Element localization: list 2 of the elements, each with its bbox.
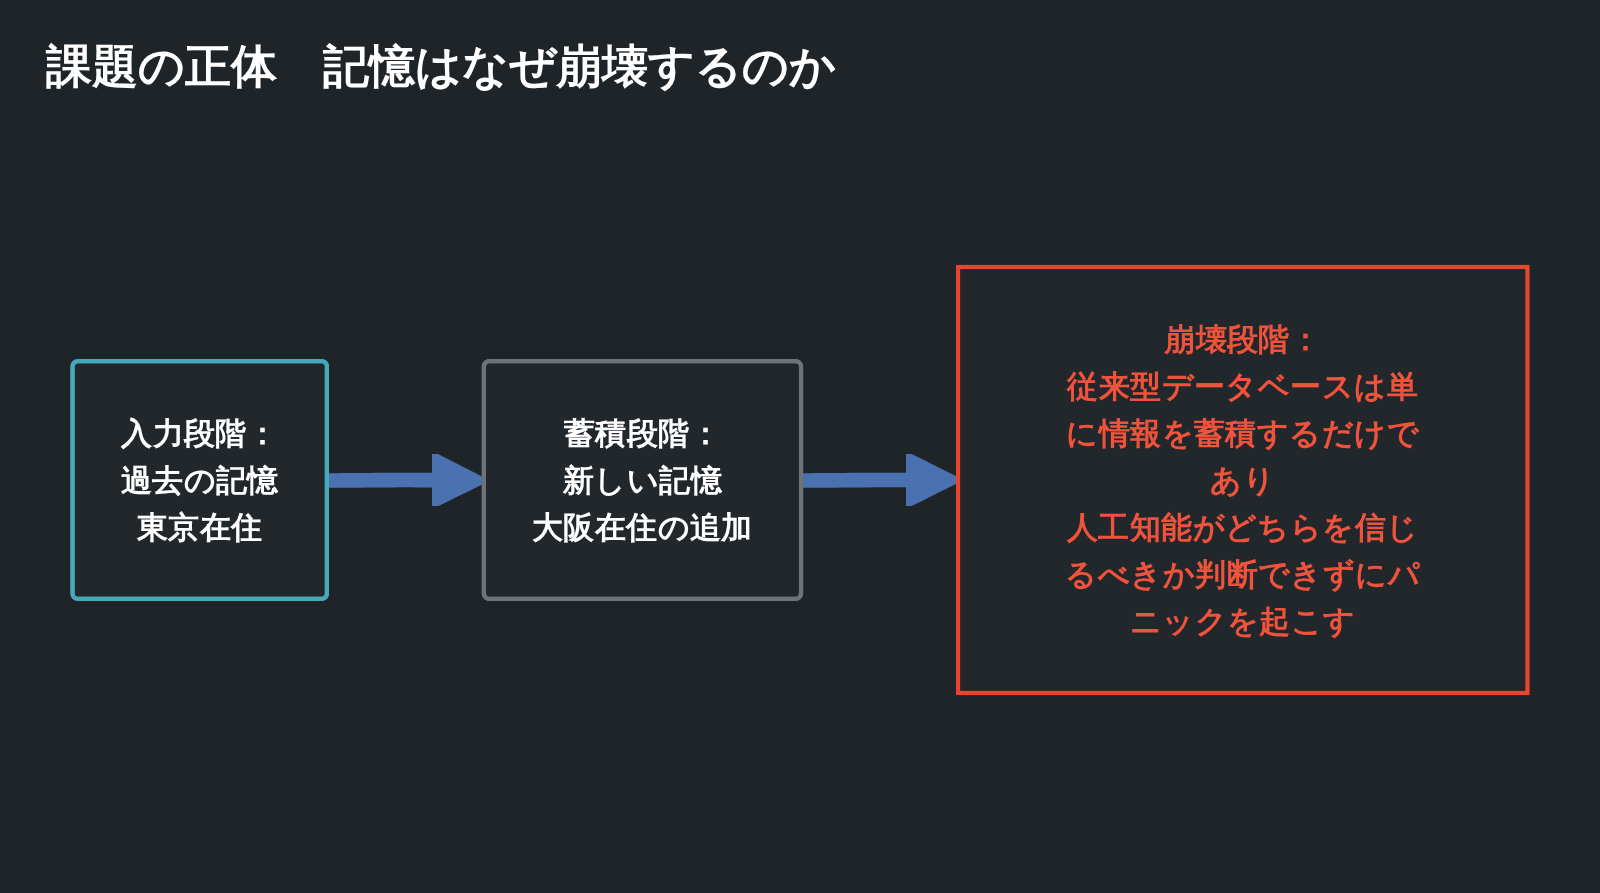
node-box: 崩壊段階： 従来型データベースは単に情報を蓄積するだけであり 人工知能がどちらを信じるべきか判断できずにパニックを起こす [955, 264, 1530, 696]
title: 課題の正体 記憶はなぜ崩壊するのか [46, 38, 836, 95]
